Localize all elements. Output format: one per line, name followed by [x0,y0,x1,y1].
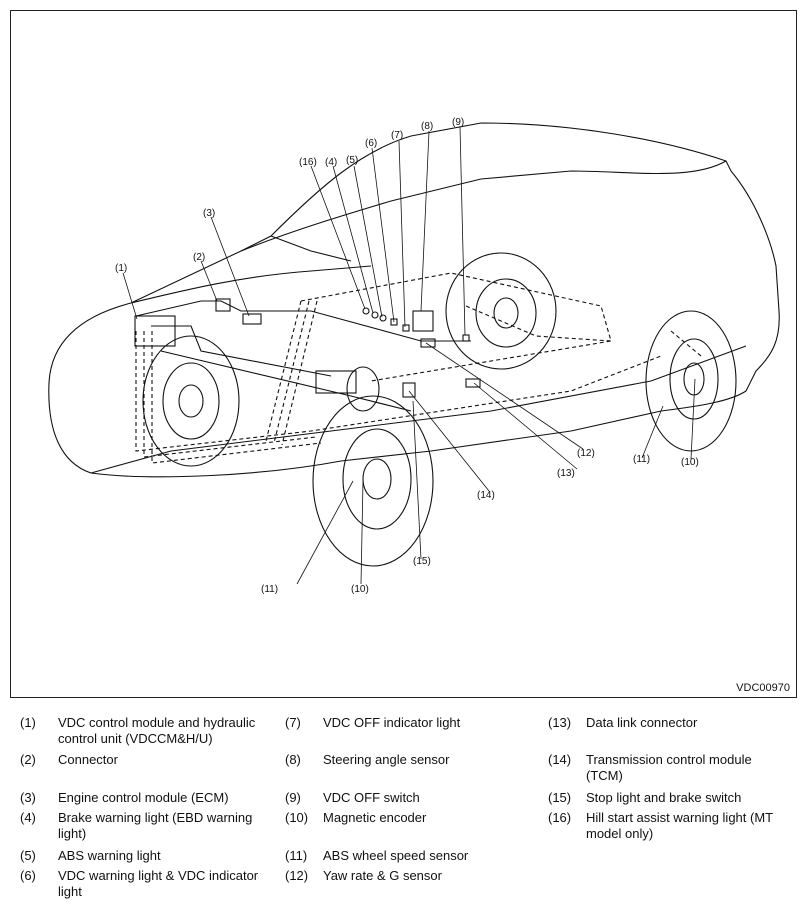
callout-5: (5) [346,155,358,166]
legend-text: Brake warning light (EBD warning light) [58,810,253,841]
steering-sensor [412,310,434,332]
legend: (1) VDC control module and hydraulic cont… [20,712,800,902]
legend-num: (7) [285,715,301,730]
car-body-outline [48,122,780,478]
legend-num: (15) [548,790,572,805]
master-cylinder [315,370,357,394]
wheel-front-right [312,395,434,567]
callout-11a: (11) [261,584,278,595]
legend-num: (3) [20,790,36,805]
legend-text: Stop light and brake switch [586,790,742,805]
windshield-line [270,235,352,262]
wheel-rear-left [445,252,557,370]
legend-text: Connector [58,752,118,767]
legend-text: VDC OFF indicator light [323,715,461,730]
diagram-frame: (1) (2) (3) (4) (5) (6) (7) (8) (9) (10)… [10,10,797,698]
legend-text: VDC OFF switch [323,790,420,805]
callout-labels: (1) (2) (3) (4) (5) (6) (7) (8) (9) (10)… [115,117,699,595]
roof-line [240,160,727,252]
legend-num: (11) [285,848,308,863]
callout-15: (15) [413,556,431,567]
callout-12: (12) [577,448,595,459]
legend-text: ABS warning light [58,848,161,863]
legend-num: (12) [285,868,309,883]
wheel-front-left [142,335,240,467]
side-line [90,345,747,474]
callout-10a: (10) [351,584,369,595]
legend-num: (9) [285,790,301,805]
callout-8: (8) [421,121,433,132]
brake-booster [346,366,380,412]
vdccm-hu [134,315,176,347]
wheel-rear-right [645,310,737,452]
leader-lines [122,126,696,585]
callout-13: (13) [557,468,575,479]
legend-num: (16) [548,810,572,825]
legend-num: (4) [20,810,36,825]
legend-num: (2) [20,752,36,767]
callout-14: (14) [477,490,495,501]
legend-text: Yaw rate & G sensor [323,868,442,883]
callout-16: (16) [299,157,317,168]
legend-text: ABS wheel speed sensor [323,848,469,863]
data-link [465,378,481,388]
legend-text: Steering angle sensor [323,752,450,767]
callout-4: (4) [325,157,337,168]
legend-num: (5) [20,848,36,863]
legend-text: Engine control module (ECM) [58,790,229,805]
legend-num: (6) [20,868,36,883]
legend-num: (10) [285,810,309,825]
callout-2: (2) [193,252,205,263]
legend-num: (1) [20,715,36,730]
callout-9: (9) [452,117,464,128]
tcm [402,382,416,398]
legend-text: Data link connector [586,715,698,730]
legend-num: (8) [285,752,301,767]
ecm [242,313,262,325]
wiring-harness-dashed [135,272,702,464]
hood-line [130,265,372,304]
yaw-sensor [420,338,436,348]
legend-num: (14) [548,752,572,767]
legend-text: Transmission control module (TCM) [586,752,752,783]
callout-7: (7) [391,130,403,141]
figure-code: VDC00970 [736,682,790,694]
callout-1: (1) [115,263,127,274]
callout-11b: (11) [633,454,650,465]
legend-num: (13) [548,715,572,730]
callout-6: (6) [365,138,377,149]
vehicle-vdc-diagram: (1) (2) (3) (4) (5) (6) (7) (8) (9) (10)… [48,117,780,595]
legend-text: VDC control module and hydraulic control… [58,715,256,746]
legend-text: Hill start assist warning light (MT mode… [586,810,773,841]
legend-text: VDC warning light & VDC indicator light [58,868,259,899]
callout-3: (3) [203,208,215,219]
callout-10b: (10) [681,457,699,468]
legend-text: Magnetic encoder [323,810,427,825]
connector [215,298,231,312]
